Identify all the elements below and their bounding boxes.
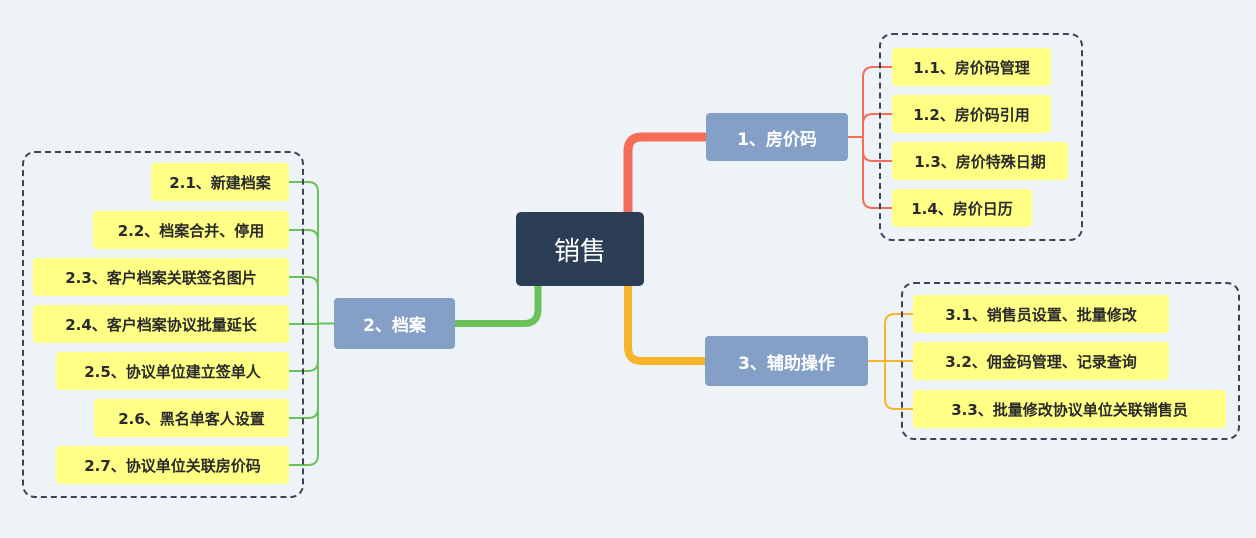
connector-leaf-2-1 xyxy=(288,181,319,325)
connector-leaf-1-1 xyxy=(862,66,893,138)
connector-leaf-2-7 xyxy=(288,322,319,466)
connector-leaf-3-3 xyxy=(884,360,914,410)
connector-leaf-1-4 xyxy=(862,136,893,209)
connector-leaf-1-2 xyxy=(862,113,893,138)
leaf-node-2-5[interactable]: 2.5、协议单位建立签单人 xyxy=(56,352,289,390)
leaf-node-1-2[interactable]: 1.2、房价码引用 xyxy=(892,95,1051,133)
leaf-node-2-4[interactable]: 2.4、客户档案协议批量延长 xyxy=(33,305,289,343)
root-node[interactable]: 销售 xyxy=(516,212,644,286)
leaf-node-2-7[interactable]: 2.7、协议单位关联房价码 xyxy=(56,446,289,484)
group-frame-1 xyxy=(879,33,1083,241)
connector-leaf-2-2 xyxy=(288,229,319,325)
leaf-node-3-3[interactable]: 3.3、批量修改协议单位关联销售员 xyxy=(913,390,1226,428)
connector-branch-3 xyxy=(624,282,709,365)
branch-node-2[interactable]: 2、档案 xyxy=(334,298,455,349)
leaf-node-1-3[interactable]: 1.3、房价特殊日期 xyxy=(892,142,1068,180)
branch-node-1[interactable]: 1、房价码 xyxy=(706,113,848,161)
group-frame-2 xyxy=(22,151,304,498)
connector-leaf-3-1 xyxy=(884,313,914,362)
leaf-node-2-2[interactable]: 2.2、档案合并、停用 xyxy=(93,211,289,249)
leaf-node-3-2[interactable]: 3.2、佣金码管理、记录查询 xyxy=(913,342,1169,380)
leaf-node-2-3[interactable]: 2.3、客户档案关联签名图片 xyxy=(33,258,289,296)
leaf-node-1-4[interactable]: 1.4、房价日历 xyxy=(892,189,1032,227)
group-frame-3 xyxy=(901,282,1240,440)
branch-node-3[interactable]: 3、辅助操作 xyxy=(705,336,868,386)
leaf-node-1-1[interactable]: 1.1、房价码管理 xyxy=(892,48,1051,86)
connector-branch-1 xyxy=(623,132,711,217)
leaf-node-3-1[interactable]: 3.1、销售员设置、批量修改 xyxy=(913,295,1169,333)
connector-branch-2 xyxy=(451,282,542,327)
connector-leaf-2-3 xyxy=(288,276,319,325)
leaf-node-2-1[interactable]: 2.1、新建档案 xyxy=(151,163,289,201)
leaf-node-2-6[interactable]: 2.6、黑名单客人设置 xyxy=(94,399,289,437)
